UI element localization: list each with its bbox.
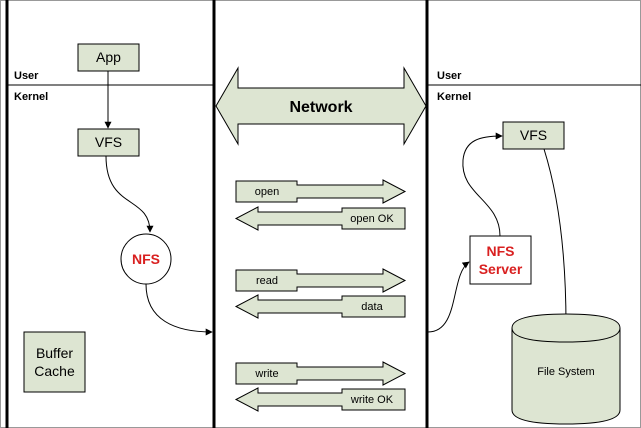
- file-system-label: File System: [537, 366, 594, 378]
- server-user-label: User: [437, 70, 462, 82]
- vfs-to-file-system-arrow: [543, 148, 570, 326]
- client-vfs-label: VFS: [95, 134, 122, 150]
- server-vfs-box: [502, 121, 565, 150]
- nfs-to-network-arrow: [145, 283, 213, 336]
- server-kernel-label: Kernel: [437, 91, 471, 103]
- write-ok-response-arrow: write OK: [234, 387, 406, 412]
- file-system-cylinder: File System: [511, 313, 621, 425]
- vfs-to-nfs-arrow: [105, 155, 154, 233]
- network-double-arrow: [215, 66, 427, 146]
- buffer-cache-box: [23, 331, 86, 393]
- open-request-arrow: open: [235, 179, 407, 204]
- write-request-arrow: write: [235, 361, 407, 386]
- data-label: data: [361, 301, 383, 313]
- app-label: App: [96, 49, 121, 65]
- network-label: Network: [289, 99, 352, 116]
- client-user-label: User: [14, 70, 39, 82]
- read-request-arrow: read: [235, 268, 407, 293]
- nfs-server-to-vfs-arrow: [462, 132, 503, 237]
- read-label: read: [256, 275, 278, 287]
- client-vfs-box: [77, 128, 140, 157]
- write-ok-label: write OK: [350, 394, 394, 406]
- data-response-arrow: data: [234, 294, 406, 319]
- server-vfs-label: VFS: [520, 127, 547, 143]
- network-to-nfs-server-arrow: [427, 261, 470, 333]
- open-ok-response-arrow: open OK: [234, 206, 406, 231]
- write-label: write: [254, 368, 278, 380]
- nfs-client-label: NFS: [132, 251, 160, 267]
- open-label: open: [255, 186, 279, 198]
- open-ok-label: open OK: [350, 213, 394, 225]
- buffer-cache-label-line2: Cache: [34, 363, 75, 379]
- client-kernel-label: Kernel: [14, 91, 48, 103]
- nfs-server-label-line2: Server: [479, 261, 523, 277]
- buffer-cache-label-line1: Buffer: [36, 345, 73, 361]
- nfs-server-label-line1: NFS: [487, 243, 515, 259]
